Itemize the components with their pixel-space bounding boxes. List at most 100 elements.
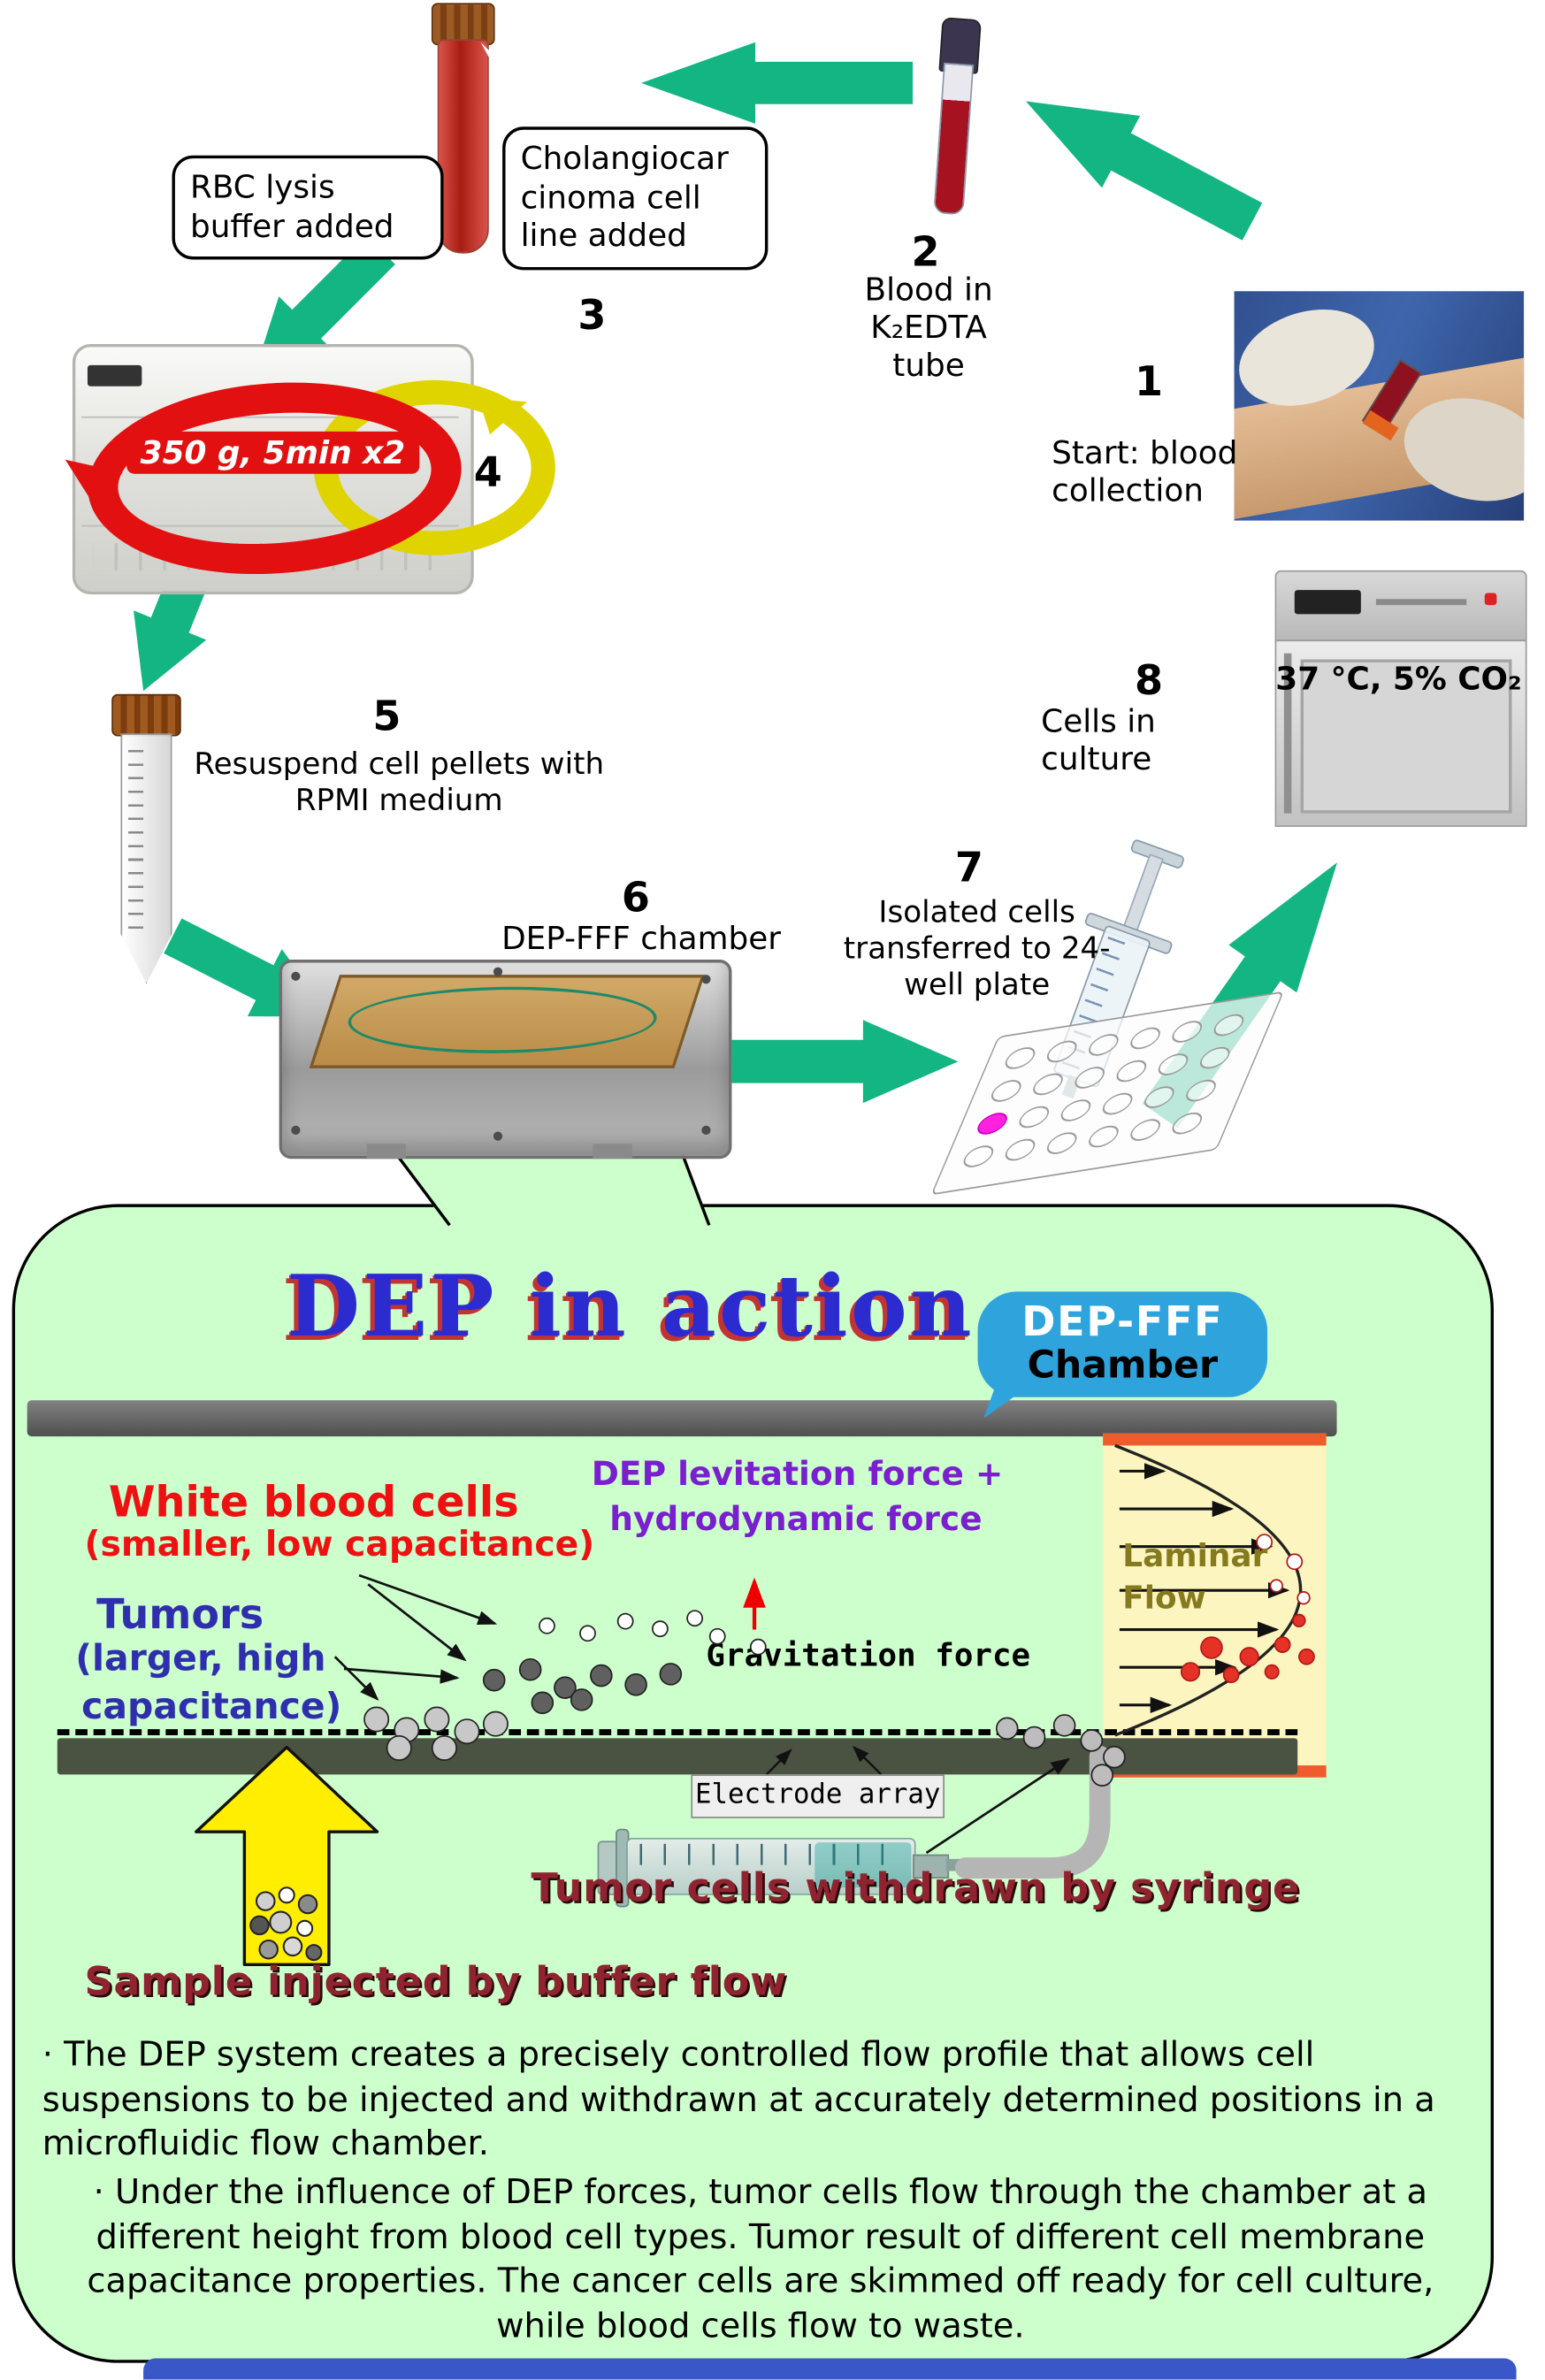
step-label-8: Cells in culture — [1041, 703, 1156, 777]
laminar-label-line1: Laminar — [1122, 1537, 1268, 1574]
tumor-label-line3: capacitance) — [81, 1685, 342, 1728]
well — [1057, 1097, 1095, 1124]
well — [1043, 1038, 1081, 1065]
falcon-tube — [100, 693, 190, 990]
white-blood-cell-dot — [539, 1617, 555, 1634]
graduations — [128, 749, 144, 931]
step-number-8: 8 — [1134, 657, 1164, 705]
tumor-cell-dot — [482, 1668, 506, 1692]
well — [1071, 1064, 1109, 1091]
well — [1015, 1104, 1053, 1130]
step-label-1: Start: blood collection — [1052, 434, 1238, 509]
well — [1001, 1136, 1039, 1163]
wbc-label-line2: (smaller, low capacitance) — [84, 1525, 595, 1565]
well — [1029, 1071, 1067, 1098]
cell-dot — [363, 1706, 390, 1733]
well — [1168, 1110, 1206, 1136]
cell-dot — [424, 1706, 450, 1733]
sample-tube — [419, 3, 504, 256]
cell-dot — [482, 1710, 509, 1737]
well — [1168, 1018, 1206, 1045]
door-handle — [1283, 653, 1292, 814]
well — [1182, 1077, 1220, 1104]
chamber-port — [366, 1144, 406, 1159]
chamber-callout-bubble: DEP-FFF Chamber — [977, 1291, 1268, 1397]
white-blood-cell-dot — [652, 1620, 669, 1638]
flow-arrow-2to3 — [641, 42, 913, 124]
screw-icon — [291, 971, 301, 981]
chamber-callout-line2: Chamber — [1027, 1343, 1218, 1387]
chamber-top-wall — [27, 1400, 1337, 1437]
screw-icon — [493, 967, 503, 976]
centrifuge-setting: 350 g, 5min x2 — [126, 431, 419, 474]
well-plate-24 — [930, 991, 1285, 1196]
well — [987, 1077, 1025, 1104]
hydro-force-label: hydrodynamic force — [609, 1501, 983, 1540]
chamber-callout-line1: DEP-FFF — [1021, 1298, 1224, 1346]
step-number-3: 3 — [577, 292, 607, 340]
well — [1084, 1123, 1123, 1150]
description-bullets: · The DEP system creates a precisely con… — [42, 2034, 1479, 2351]
liquid — [815, 1842, 912, 1888]
blood-collection-photo — [1234, 291, 1525, 521]
white-blood-cell-dot — [749, 1638, 767, 1656]
screw-icon — [291, 1125, 301, 1135]
cell-dot — [1080, 1729, 1104, 1752]
blood-tube — [916, 16, 990, 218]
callout-rbc-lysis: RBC lysis buffer added — [172, 155, 444, 260]
well — [973, 1110, 1012, 1137]
centrifuge-display — [87, 364, 142, 386]
dep-title: DEP in action — [287, 1257, 975, 1357]
withdrawn-label: Tumor cells withdrawn by syringe — [531, 1866, 1300, 1912]
well — [1084, 1031, 1123, 1059]
centrifuge-seam — [81, 416, 459, 418]
withdraw-syringe — [594, 1825, 972, 1910]
tumor-cell-dot — [518, 1657, 542, 1681]
dep-force-label: DEP levitation force + — [591, 1456, 1004, 1494]
cell-dot — [1090, 1764, 1114, 1787]
well — [1113, 1058, 1151, 1084]
cell-dot — [454, 1718, 480, 1745]
bullet-2: · Under the influence of DEP forces, tum… — [87, 2172, 1434, 2347]
dep-fff-chamber-device — [279, 960, 732, 1159]
step-number-5: 5 — [372, 693, 402, 741]
cell-dot — [386, 1734, 412, 1761]
cell-dot — [995, 1717, 1019, 1741]
tube-cap — [431, 3, 495, 46]
slider-groove — [1375, 599, 1467, 606]
step-label-7: Isolated cells transferred to 24-well pl… — [843, 892, 1111, 1002]
well — [1126, 1117, 1165, 1144]
step-label-6: DEP-FFF chamber — [501, 920, 782, 957]
well — [1210, 1012, 1248, 1038]
white-blood-cell-dot — [579, 1625, 596, 1642]
display — [1294, 590, 1361, 615]
scale-marks — [639, 1843, 899, 1865]
bullet-1: · The DEP system creates a precisely con… — [42, 2035, 1435, 2165]
tube-body — [120, 733, 172, 984]
well — [1043, 1129, 1081, 1157]
syringe-tip — [913, 1854, 950, 1879]
white-blood-cell-dot — [708, 1627, 726, 1645]
well — [960, 1143, 998, 1170]
incubator — [1274, 570, 1527, 827]
incubator-body — [1274, 639, 1527, 827]
cell-dot — [1052, 1714, 1076, 1737]
centrifuge: 350 g, 5min x2 — [73, 343, 555, 595]
chamber-port — [593, 1144, 632, 1159]
next-slide-strip — [143, 2358, 1517, 2380]
door-panel — [1300, 659, 1512, 814]
step-number-2: 2 — [911, 229, 940, 277]
well — [1154, 1051, 1192, 1078]
step-number-1: 1 — [1134, 359, 1164, 406]
centrifuge-seam — [81, 524, 459, 527]
injected-label: Sample injected by buffer flow — [84, 1960, 787, 2006]
screw-icon — [701, 975, 711, 984]
screw-icon — [701, 1125, 711, 1135]
white-blood-cell-dot — [616, 1612, 634, 1630]
incubator-setting: 37 °C, 5% CO₂ — [1275, 661, 1522, 698]
tube-cap — [111, 693, 181, 737]
tumor-cell-dot — [624, 1673, 647, 1696]
callout-cell-line: Cholangiocar cinoma cell line added — [502, 126, 769, 271]
